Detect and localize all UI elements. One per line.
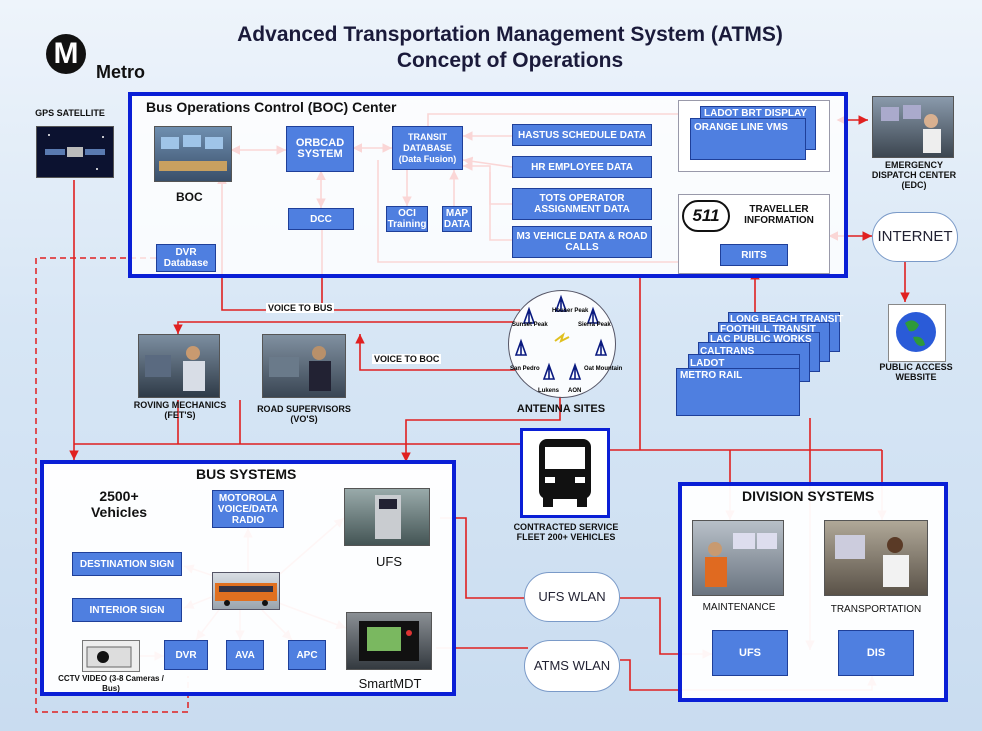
cctv-video-label: CCTV VIDEO (3-8 Cameras / Bus) xyxy=(58,674,164,693)
hr-employee-box: HR EMPLOYEE DATA xyxy=(512,156,652,178)
tots-operator-box: TOTS OPERATOR ASSIGNMENT DATA xyxy=(512,188,652,220)
control-room-icon xyxy=(159,135,227,171)
antenna-site-sierra: Sierra Peak xyxy=(578,322,611,328)
antenna-site-lukens: Lukens xyxy=(538,388,560,394)
roving-mechanics-label: ROVING MECHANICS (FET'S) xyxy=(133,400,227,420)
internet-cloud: INTERNET xyxy=(872,212,958,262)
satellite-icon xyxy=(45,134,105,170)
agency-caltrans: CALTRANS xyxy=(700,346,755,357)
antenna-circle xyxy=(508,290,616,398)
mdt-device-icon xyxy=(359,621,419,661)
agency-ladot: LADOT xyxy=(690,358,725,369)
antenna-sites-label: ANTENNA SITES xyxy=(516,403,606,415)
agency-card-5 xyxy=(676,368,800,416)
smartmdt-label: SmartMDT xyxy=(358,676,422,691)
ufs-wlan-cloud: UFS WLAN xyxy=(524,572,620,622)
public-access-label: PUBLIC ACCESS WEBSITE xyxy=(879,362,953,382)
dcc-box: DCC xyxy=(288,208,354,230)
smartmdt-photo xyxy=(346,612,432,670)
transportation-worker-icon xyxy=(835,535,909,587)
agency-metro-rail: METRO RAIL xyxy=(680,370,743,381)
articulated-bus-icon xyxy=(215,583,277,606)
edc-label: EMERGENCY DISPATCH CENTER (EDC) xyxy=(871,160,957,190)
orbcad-system-box: ORBCAD SYSTEM xyxy=(286,126,354,172)
edc-photo xyxy=(872,96,954,158)
globe-icon xyxy=(896,312,936,352)
public-access-icon-frame xyxy=(888,304,946,362)
maintenance-label: MAINTENANCE xyxy=(702,602,776,613)
dispatcher-icon xyxy=(881,105,941,153)
boc-photo xyxy=(154,126,232,182)
apc-box: APC xyxy=(288,640,326,670)
division-dis-box: DIS xyxy=(838,630,914,676)
map-data-box: MAP DATA xyxy=(442,206,472,232)
roving-mechanics-photo xyxy=(138,334,220,398)
511-logo: 511 xyxy=(682,200,730,232)
vehicles-count-label: 2500+ Vehicles xyxy=(90,488,148,520)
antenna-site-aon: AON xyxy=(568,388,582,394)
metro-logo-text: Metro xyxy=(96,62,145,82)
traveller-panel xyxy=(678,194,830,274)
ladot-brt-label: LADOT BRT DISPLAY xyxy=(704,108,807,119)
bus-icon xyxy=(539,439,591,507)
ufs-farebox-photo xyxy=(344,488,430,546)
metro-logo: M xyxy=(46,34,86,74)
dvr-database-box: DVR Database xyxy=(156,244,216,272)
orange-line-vms-box xyxy=(690,118,806,160)
boc-center-title: Bus Operations Control (BOC) Center xyxy=(146,99,397,115)
oci-training-box: OCI Training xyxy=(386,206,428,232)
m3-vehicle-box: M3 VEHICLE DATA & ROAD CALLS xyxy=(512,226,652,258)
ufs-bus-label: UFS xyxy=(376,554,402,569)
antenna-towers-icon xyxy=(514,294,608,380)
transportation-photo xyxy=(824,520,928,596)
transportation-label: TRANSPORTATION xyxy=(830,604,922,615)
hastus-schedule-box: HASTUS SCHEDULE DATA xyxy=(512,124,652,146)
diagram-title: Advanced Transportation Management Syste… xyxy=(170,22,850,74)
road-supervisors-photo xyxy=(262,334,346,398)
ava-box: AVA xyxy=(226,640,264,670)
gps-satellite-label: GPS SATELLITE xyxy=(35,108,105,118)
riits-box: RIITS xyxy=(720,244,788,266)
agency-long-beach: LONG BEACH TRANSIT xyxy=(730,314,844,325)
cctv-camera-image xyxy=(82,640,140,672)
antenna-site-sunset: Sunset Peak xyxy=(512,322,548,328)
division-systems-title: DIVISION SYSTEMS xyxy=(742,488,875,504)
atms-wlan-cloud: ATMS WLAN xyxy=(524,640,620,692)
maintenance-worker-icon xyxy=(705,533,777,587)
motorola-radio-box: MOTOROLA VOICE/DATA RADIO xyxy=(212,490,284,528)
maintenance-photo xyxy=(692,520,784,596)
supervisor-icon xyxy=(269,346,331,391)
dvr-box: DVR xyxy=(164,640,208,670)
contracted-fleet-label: CONTRACTED SERVICE FLEET 200+ VEHICLES xyxy=(513,522,619,542)
gps-satellite-image xyxy=(36,126,114,178)
antenna-site-houser: Houser Peak xyxy=(552,308,589,314)
agency-foothill: FOOTHILL TRANSIT xyxy=(720,324,816,335)
road-supervisors-label: ROAD SUPERVISORS (VO'S) xyxy=(257,404,351,424)
bus-systems-title: BUS SYSTEMS xyxy=(196,466,297,482)
bus-hub-image xyxy=(212,572,280,610)
boc-label: BOC xyxy=(176,190,203,204)
contracted-fleet-frame xyxy=(520,428,610,518)
title-line2: Concept of Operations xyxy=(396,49,624,72)
destination-sign-box: DESTINATION SIGN xyxy=(72,552,182,576)
voice-to-boc-label: VOICE TO BOC xyxy=(372,354,442,364)
agency-lac-public-works: LAC PUBLIC WORKS xyxy=(710,334,812,345)
voice-to-bus-label: VOICE TO BUS xyxy=(266,303,335,313)
transit-database-box: TRANSIT DATABASE (Data Fusion) xyxy=(392,126,463,170)
farebox-icon xyxy=(375,495,401,539)
antenna-site-sanpedro: San Pedro xyxy=(510,366,540,372)
division-ufs-box: UFS xyxy=(712,630,788,676)
mechanic-icon xyxy=(145,346,205,391)
interior-sign-box: INTERIOR SIGN xyxy=(72,598,182,622)
title-line1: Advanced Transportation Management Syste… xyxy=(237,23,783,46)
camera-icon xyxy=(86,646,132,668)
traveller-information-label: TRAVELLER INFORMATION xyxy=(744,204,814,226)
orange-line-label: ORANGE LINE VMS xyxy=(694,122,788,133)
antenna-site-oat: Oat Mountain xyxy=(584,366,623,372)
